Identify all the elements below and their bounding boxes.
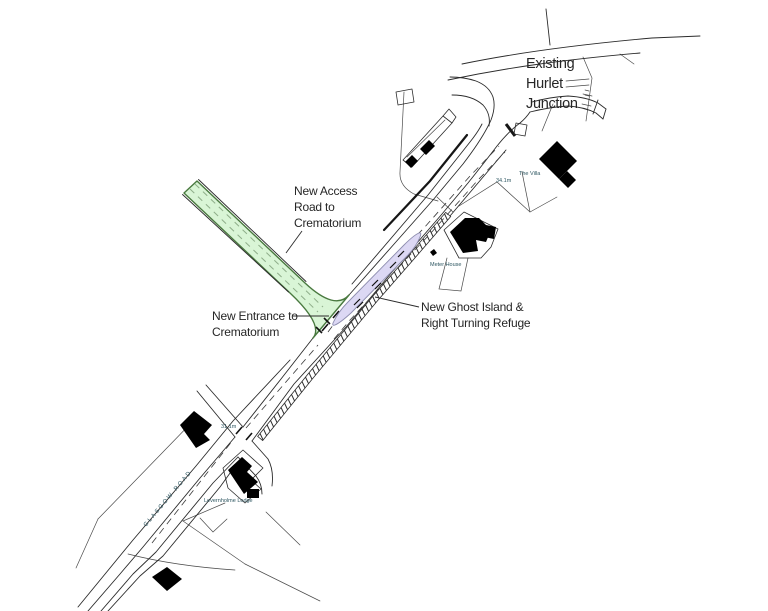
label-line: New Ghost Island & — [421, 300, 524, 314]
buildings — [152, 88, 577, 591]
hatched-verge-band — [257, 211, 452, 442]
label-line: New Access — [294, 184, 358, 198]
field-boundaries — [75, 53, 635, 602]
meter-house-hut — [430, 249, 437, 256]
label-ghost-island: New Ghost Island & Right Turning Refuge — [421, 300, 531, 330]
building-the-villa — [539, 141, 577, 179]
hurlet-junction-roads — [447, 8, 701, 137]
label-the-villa: The Villa — [519, 171, 541, 177]
leader-access-road — [285, 230, 303, 254]
bottom-side-road — [196, 384, 273, 495]
leader-lines — [285, 230, 420, 317]
leader-ghost-island — [374, 296, 420, 308]
label-levernholme-lodge: Levernholme Lodge — [204, 498, 253, 504]
label-existing-hurlet-junction: Existing Hurlet Junction — [526, 56, 578, 112]
label-line: New Entrance to — [212, 309, 298, 323]
label-line: Right Turning Refuge — [421, 316, 531, 330]
label-meter-house: Meter House — [430, 262, 462, 268]
junction-island — [504, 123, 517, 137]
label-line: Road to — [294, 200, 335, 214]
label-line: Crematorium — [294, 216, 361, 230]
label-spot-height-34-1m: 34.1m — [496, 178, 512, 184]
building-northwest-lodge — [180, 411, 212, 448]
label-line: Junction — [526, 96, 578, 112]
ghost-island — [332, 232, 422, 326]
glasgow-road — [77, 76, 531, 611]
ghost-island-surface — [332, 232, 422, 326]
label-new-access-road: New Access Road to Crematorium — [294, 184, 361, 230]
building-bottom-left — [152, 567, 182, 591]
label-line: Hurlet — [526, 76, 563, 92]
building-meter-house-compound — [450, 218, 491, 253]
building-levernholme-lodge — [228, 457, 258, 494]
label-line: Existing — [526, 56, 575, 72]
label-new-entrance: New Entrance to Crematorium — [212, 309, 301, 339]
access-road-surface — [183, 180, 350, 339]
new-access-road — [182, 179, 350, 339]
label-spot-height-31-1m: 31.1m — [221, 424, 237, 430]
hatch-band-shape — [257, 211, 452, 442]
label-line: Crematorium — [212, 325, 279, 339]
